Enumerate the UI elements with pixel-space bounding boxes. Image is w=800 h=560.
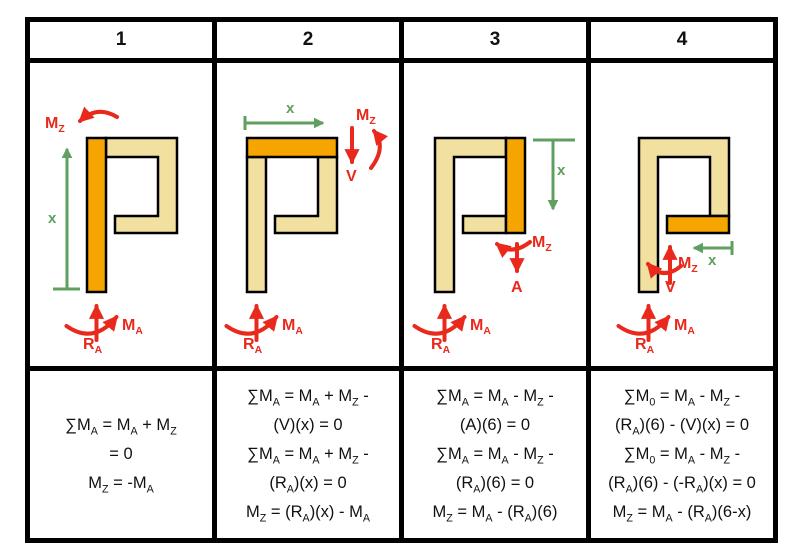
moment-ma-arc-icon (412, 315, 467, 336)
member-middle-bar (461, 214, 508, 235)
moment-ma-arc-icon (224, 315, 279, 336)
moment-mz-arc-icon (646, 262, 683, 279)
panel-number: 4 (676, 29, 688, 50)
diagram-cell-1: MZ x MA RA (30, 63, 217, 371)
header-cell-3: 3 (404, 22, 591, 63)
equation-line: MZ = MA - (RA)(6) (432, 503, 558, 525)
header-cell-2: 2 (217, 22, 404, 63)
v-label: V (665, 279, 676, 296)
equation-line: ∑M0 = MA - MZ - (623, 387, 741, 409)
a-label: A (511, 279, 523, 296)
x-label: x (557, 162, 566, 179)
moment-ma-arc-icon (64, 315, 119, 336)
frame-diagram-2 (224, 116, 389, 342)
diagram-cell-2: x MZ V MA RA (217, 63, 404, 371)
mz-label: MZ (532, 234, 552, 255)
member-bowl (273, 155, 339, 235)
ma-label: MA (674, 317, 695, 338)
frame-diagram-4 (616, 136, 734, 342)
comparison-table: 1 2 3 4 MZ x MA RA x (25, 17, 778, 543)
ra-label: RA (635, 336, 655, 357)
panel-number: 3 (489, 29, 501, 50)
member-stem (245, 155, 268, 294)
diagram-cell-4: x MZ V MA RA (591, 63, 773, 371)
member-top-bar-highlighted (245, 136, 339, 159)
moment-ma-arc-icon (616, 315, 671, 336)
ma-label: MA (122, 317, 143, 338)
equation-cell-1: ∑MA = MA + MZ = 0 MZ = -MA (30, 371, 217, 538)
panel-number: 2 (302, 29, 314, 50)
member-right-bar-highlighted (504, 136, 527, 235)
ra-label: RA (243, 336, 263, 357)
member-middle-bar-highlighted (665, 214, 731, 235)
equation-line: MZ = (RA)(x) - MA (246, 503, 370, 525)
frame-diagram-1 (53, 106, 179, 342)
ma-label: MA (282, 317, 303, 338)
ra-label: RA (83, 336, 103, 357)
equation-line: ∑MA = MA - MZ - (436, 387, 554, 409)
equation-line: ∑MA = MA + MZ - (247, 387, 369, 409)
header-cell-1: 1 (30, 22, 217, 63)
equation-line: (RA)(6) - (-RA)(x) = 0 (608, 474, 756, 496)
equation-cell-4: ∑M0 = MA - MZ - (RA)(6) - (V)(x) = 0 ∑M0 =… (591, 371, 773, 538)
equation-line: (RA)(x) = 0 (269, 474, 347, 496)
mz-label: MZ (678, 255, 698, 276)
moment-mz-arc-icon (495, 240, 532, 259)
ma-label: MA (470, 317, 491, 338)
equation-line: = 0 (109, 445, 133, 463)
header-cell-4: 4 (591, 22, 773, 63)
equation-line: MZ = MA - (RA)(6-x) (612, 503, 752, 525)
moment-mz-arc-icon (369, 129, 389, 170)
equation-line: MZ = -MA (88, 474, 154, 496)
mz-label: MZ (356, 107, 376, 128)
equation-line: (RA)(6) - (V)(x) = 0 (614, 416, 750, 438)
equation-line: (A)(6) = 0 (459, 416, 531, 434)
x-label: x (48, 210, 57, 227)
equation-line: (V)(x) = 0 (273, 416, 343, 434)
equation-cell-2: ∑MA = MA + MZ - (V)(x) = 0 ∑MA = MA + MZ -… (217, 371, 404, 538)
panel-number: 1 (115, 29, 127, 50)
moment-mz-arc-icon (78, 106, 119, 123)
equation-line: (RA)(6) = 0 (455, 474, 535, 496)
equation-line: ∑M0 = MA - MZ - (623, 445, 741, 467)
mz-label: MZ (45, 115, 65, 136)
frame-diagram-3 (412, 136, 575, 342)
member-bowl (104, 136, 179, 235)
x-label: x (708, 252, 717, 269)
equation-line: ∑MA = MA + MZ (65, 416, 177, 438)
v-label: V (346, 168, 357, 185)
member-stem-highlighted (85, 136, 108, 294)
ra-label: RA (431, 336, 451, 357)
equation-line: ∑MA = MA - MZ - (436, 445, 554, 467)
x-label: x (286, 100, 295, 117)
equation-cell-3: ∑MA = MA - MZ - (A)(6) = 0 ∑MA = MA - MZ -… (404, 371, 591, 538)
diagram-cell-3: x MZ A MA RA (404, 63, 591, 371)
equation-line: ∑MA = MA + MZ - (247, 445, 369, 467)
